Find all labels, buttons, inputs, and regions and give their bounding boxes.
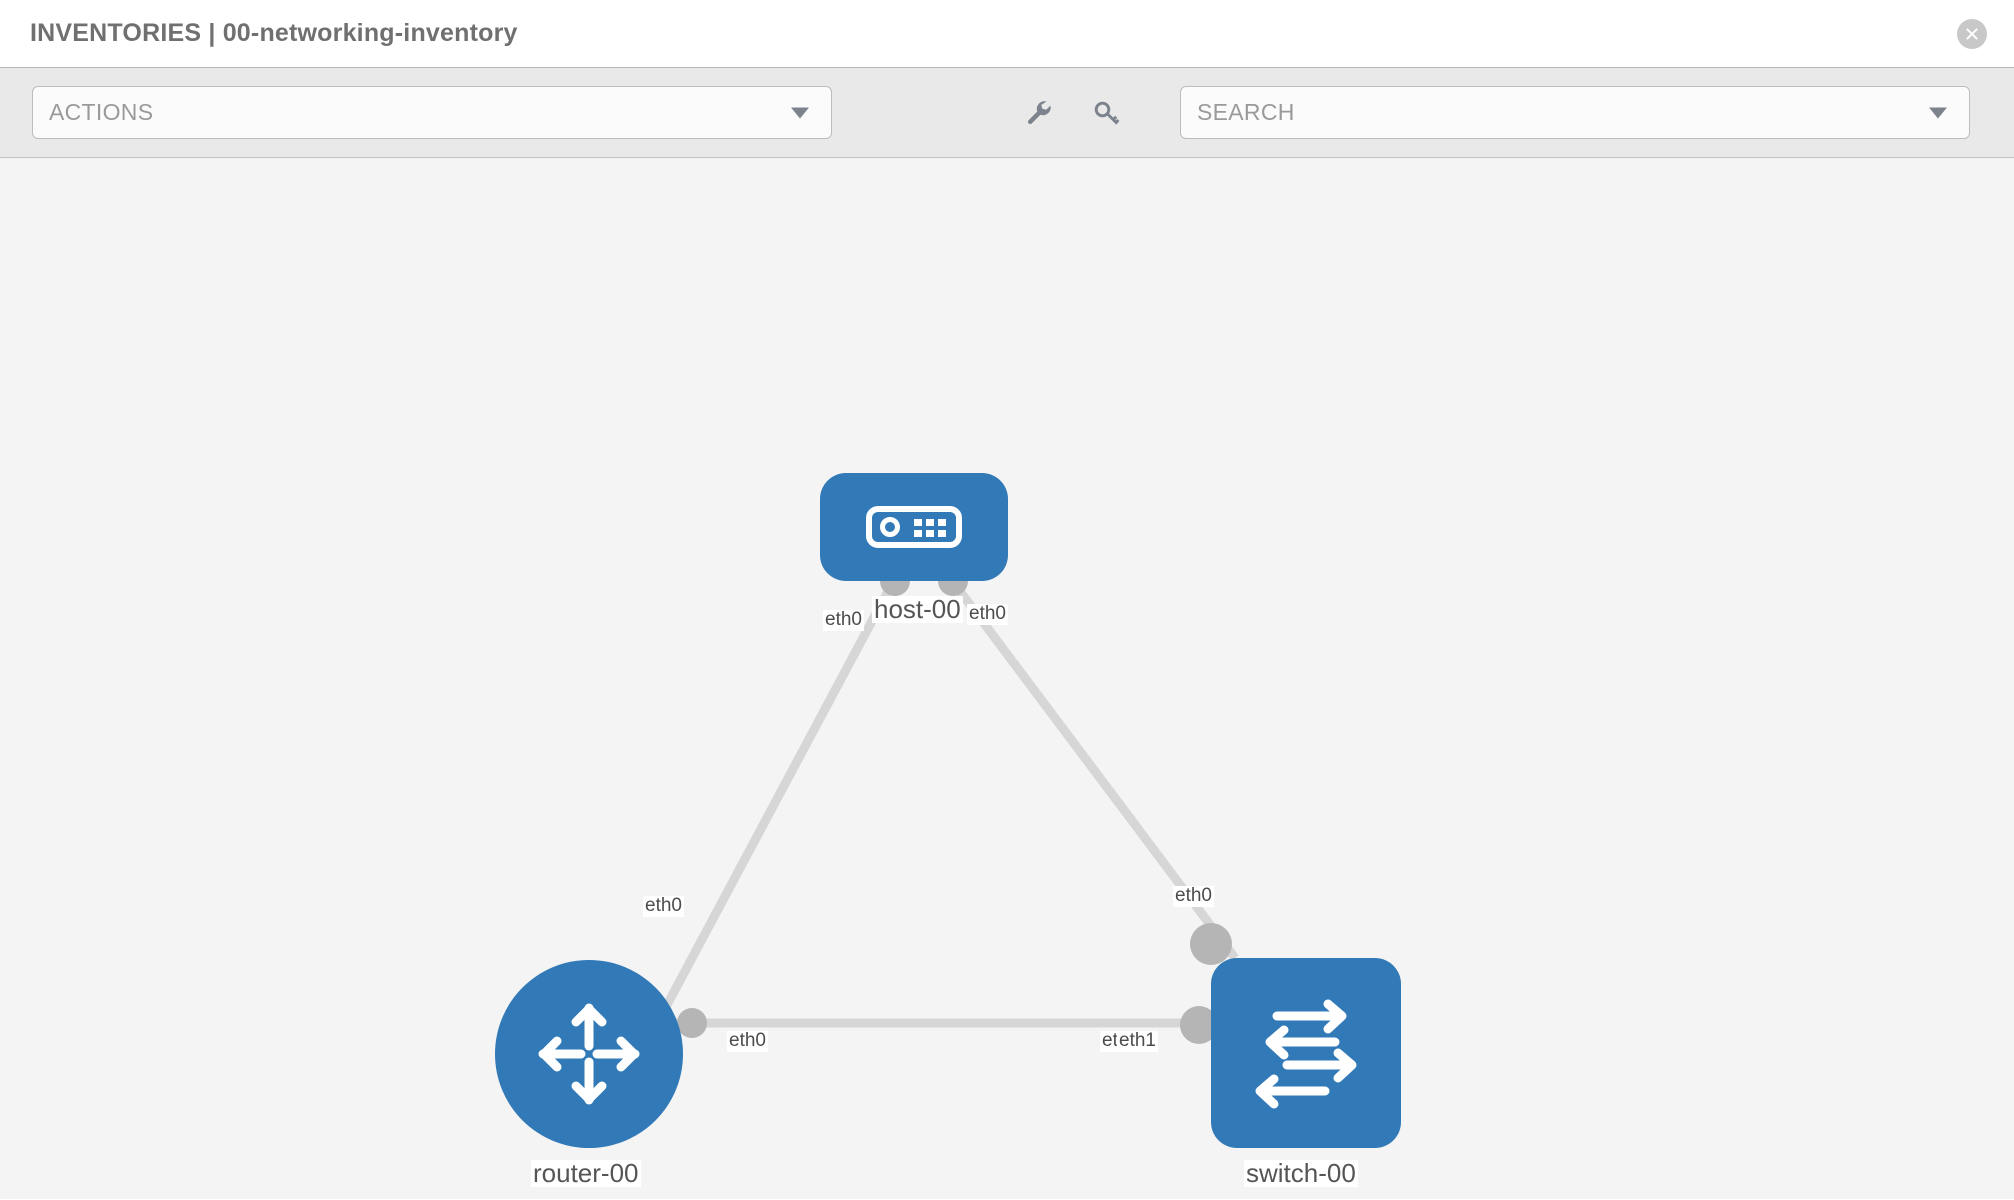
wrench-button[interactable] bbox=[1022, 96, 1056, 130]
close-button[interactable] bbox=[1957, 18, 1987, 49]
switch-arrows-icon bbox=[1245, 992, 1367, 1114]
toolbar-icon-group bbox=[1022, 96, 1124, 130]
node-label-switch-00: switch-00 bbox=[1244, 1158, 1358, 1188]
close-icon bbox=[1963, 25, 1981, 43]
edge-label-router-switch: eth0 bbox=[727, 1030, 768, 1052]
edge-label-router-host: eth0 bbox=[643, 895, 684, 917]
chevron-down-icon bbox=[791, 107, 809, 118]
node-label-router-00: router-00 bbox=[531, 1158, 641, 1188]
topology-canvas[interactable]: host-00 router-00 bbox=[0, 158, 2014, 1199]
key-button[interactable] bbox=[1090, 96, 1124, 130]
connection-dot bbox=[1190, 923, 1232, 965]
actions-dropdown[interactable]: ACTIONS bbox=[32, 86, 832, 139]
edge-label-switch-host: eth0 bbox=[1173, 885, 1214, 907]
node-switch-00[interactable] bbox=[1211, 958, 1401, 1148]
edge-label-host-switch: eth0 bbox=[967, 603, 1008, 625]
edge-label-switch-router: eth1 bbox=[1117, 1030, 1158, 1052]
chevron-down-icon[interactable] bbox=[1929, 107, 1947, 118]
wrench-icon bbox=[1024, 98, 1054, 128]
connection-dot bbox=[677, 1008, 707, 1038]
node-label-host-00: host-00 bbox=[872, 594, 963, 624]
router-arrows-icon bbox=[531, 996, 647, 1112]
toolbar: ACTIONS SEARCH bbox=[0, 68, 2014, 158]
server-appliance-icon bbox=[866, 506, 962, 548]
actions-dropdown-label: ACTIONS bbox=[49, 99, 154, 125]
node-host-00[interactable] bbox=[820, 473, 1008, 581]
edge-label-host-router: eth0 bbox=[823, 609, 864, 631]
page-header: INVENTORIES | 00-networking-inventory bbox=[0, 0, 2014, 68]
node-router-00[interactable] bbox=[495, 960, 683, 1148]
topology-links bbox=[656, 575, 1239, 1028]
search-input[interactable]: SEARCH bbox=[1180, 86, 1970, 139]
key-icon bbox=[1092, 98, 1122, 128]
search-placeholder: SEARCH bbox=[1197, 99, 1295, 125]
page-title: INVENTORIES | 00-networking-inventory bbox=[30, 19, 518, 47]
